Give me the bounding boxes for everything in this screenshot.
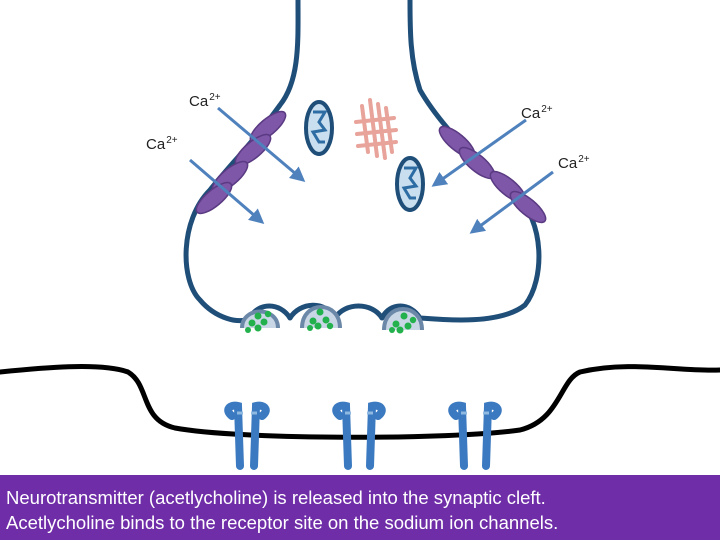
calcium-ion-label: Ca2+	[558, 154, 590, 172]
calcium-ion-label: Ca2+	[189, 92, 221, 110]
calcium-channels	[195, 110, 547, 224]
ion-symbol: Ca	[146, 136, 166, 153]
influx-arrow	[431, 118, 527, 187]
postsynaptic-membrane	[0, 364, 720, 440]
calcium-channel	[195, 181, 233, 215]
influx-arrow	[189, 158, 265, 224]
ion-charge: 2+	[166, 135, 178, 146]
ion-symbol: Ca	[521, 105, 541, 122]
ion-charge: 2+	[578, 154, 590, 165]
ion-symbol: Ca	[558, 155, 578, 172]
mitochondrion	[304, 100, 334, 156]
receptor-channel	[448, 401, 502, 470]
ion-charge: 2+	[209, 92, 221, 103]
caption-line: Neurotransmitter (acetlycholine) is rele…	[6, 487, 546, 508]
calcium-channel	[509, 190, 547, 224]
calcium-influx-arrows	[189, 106, 554, 234]
caption-line: Acetlycholine binds to the receptor site…	[6, 512, 559, 533]
acetylcholine-molecules	[245, 308, 417, 334]
influx-arrow	[217, 106, 306, 182]
calcium-ion-label: Ca2+	[521, 104, 553, 122]
receptor-channel	[224, 401, 270, 470]
neurofilaments	[354, 98, 398, 160]
vesicle	[382, 307, 424, 331]
caption-bar: Neurotransmitter (acetlycholine) is rele…	[0, 475, 720, 540]
calcium-ion-label: Ca2+	[146, 135, 178, 153]
ion-symbol: Ca	[189, 93, 209, 110]
mitochondrion	[395, 156, 425, 212]
influx-arrow	[469, 170, 554, 234]
receptor-channel	[332, 401, 386, 470]
ion-charge: 2+	[541, 104, 553, 115]
